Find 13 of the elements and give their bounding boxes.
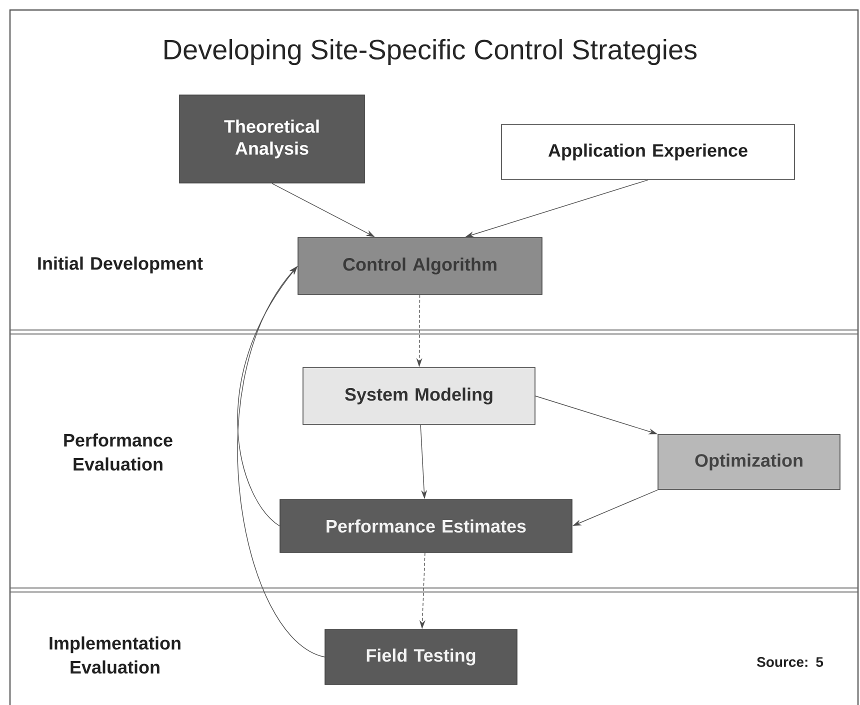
process-box: System Modeling <box>302 367 536 425</box>
title: Developing Site-Specific Control Strategies <box>164 38 697 66</box>
arrow <box>237 266 325 658</box>
process-box: Application Experience <box>501 124 795 180</box>
process-box: Control Algorithm <box>298 237 542 295</box>
section-label: Initial Development <box>38 256 203 274</box>
process-box: Performance Estimates <box>280 499 572 553</box>
source-note: Source: 5 <box>756 657 824 667</box>
process-box: Field Testing <box>324 629 518 685</box>
section-label: Performance Evaluation <box>64 433 172 471</box>
process-box: Theoretical Analysis <box>179 94 365 184</box>
section-label: Implementation Evaluation <box>50 636 180 674</box>
process-box: Optimization <box>658 434 840 490</box>
